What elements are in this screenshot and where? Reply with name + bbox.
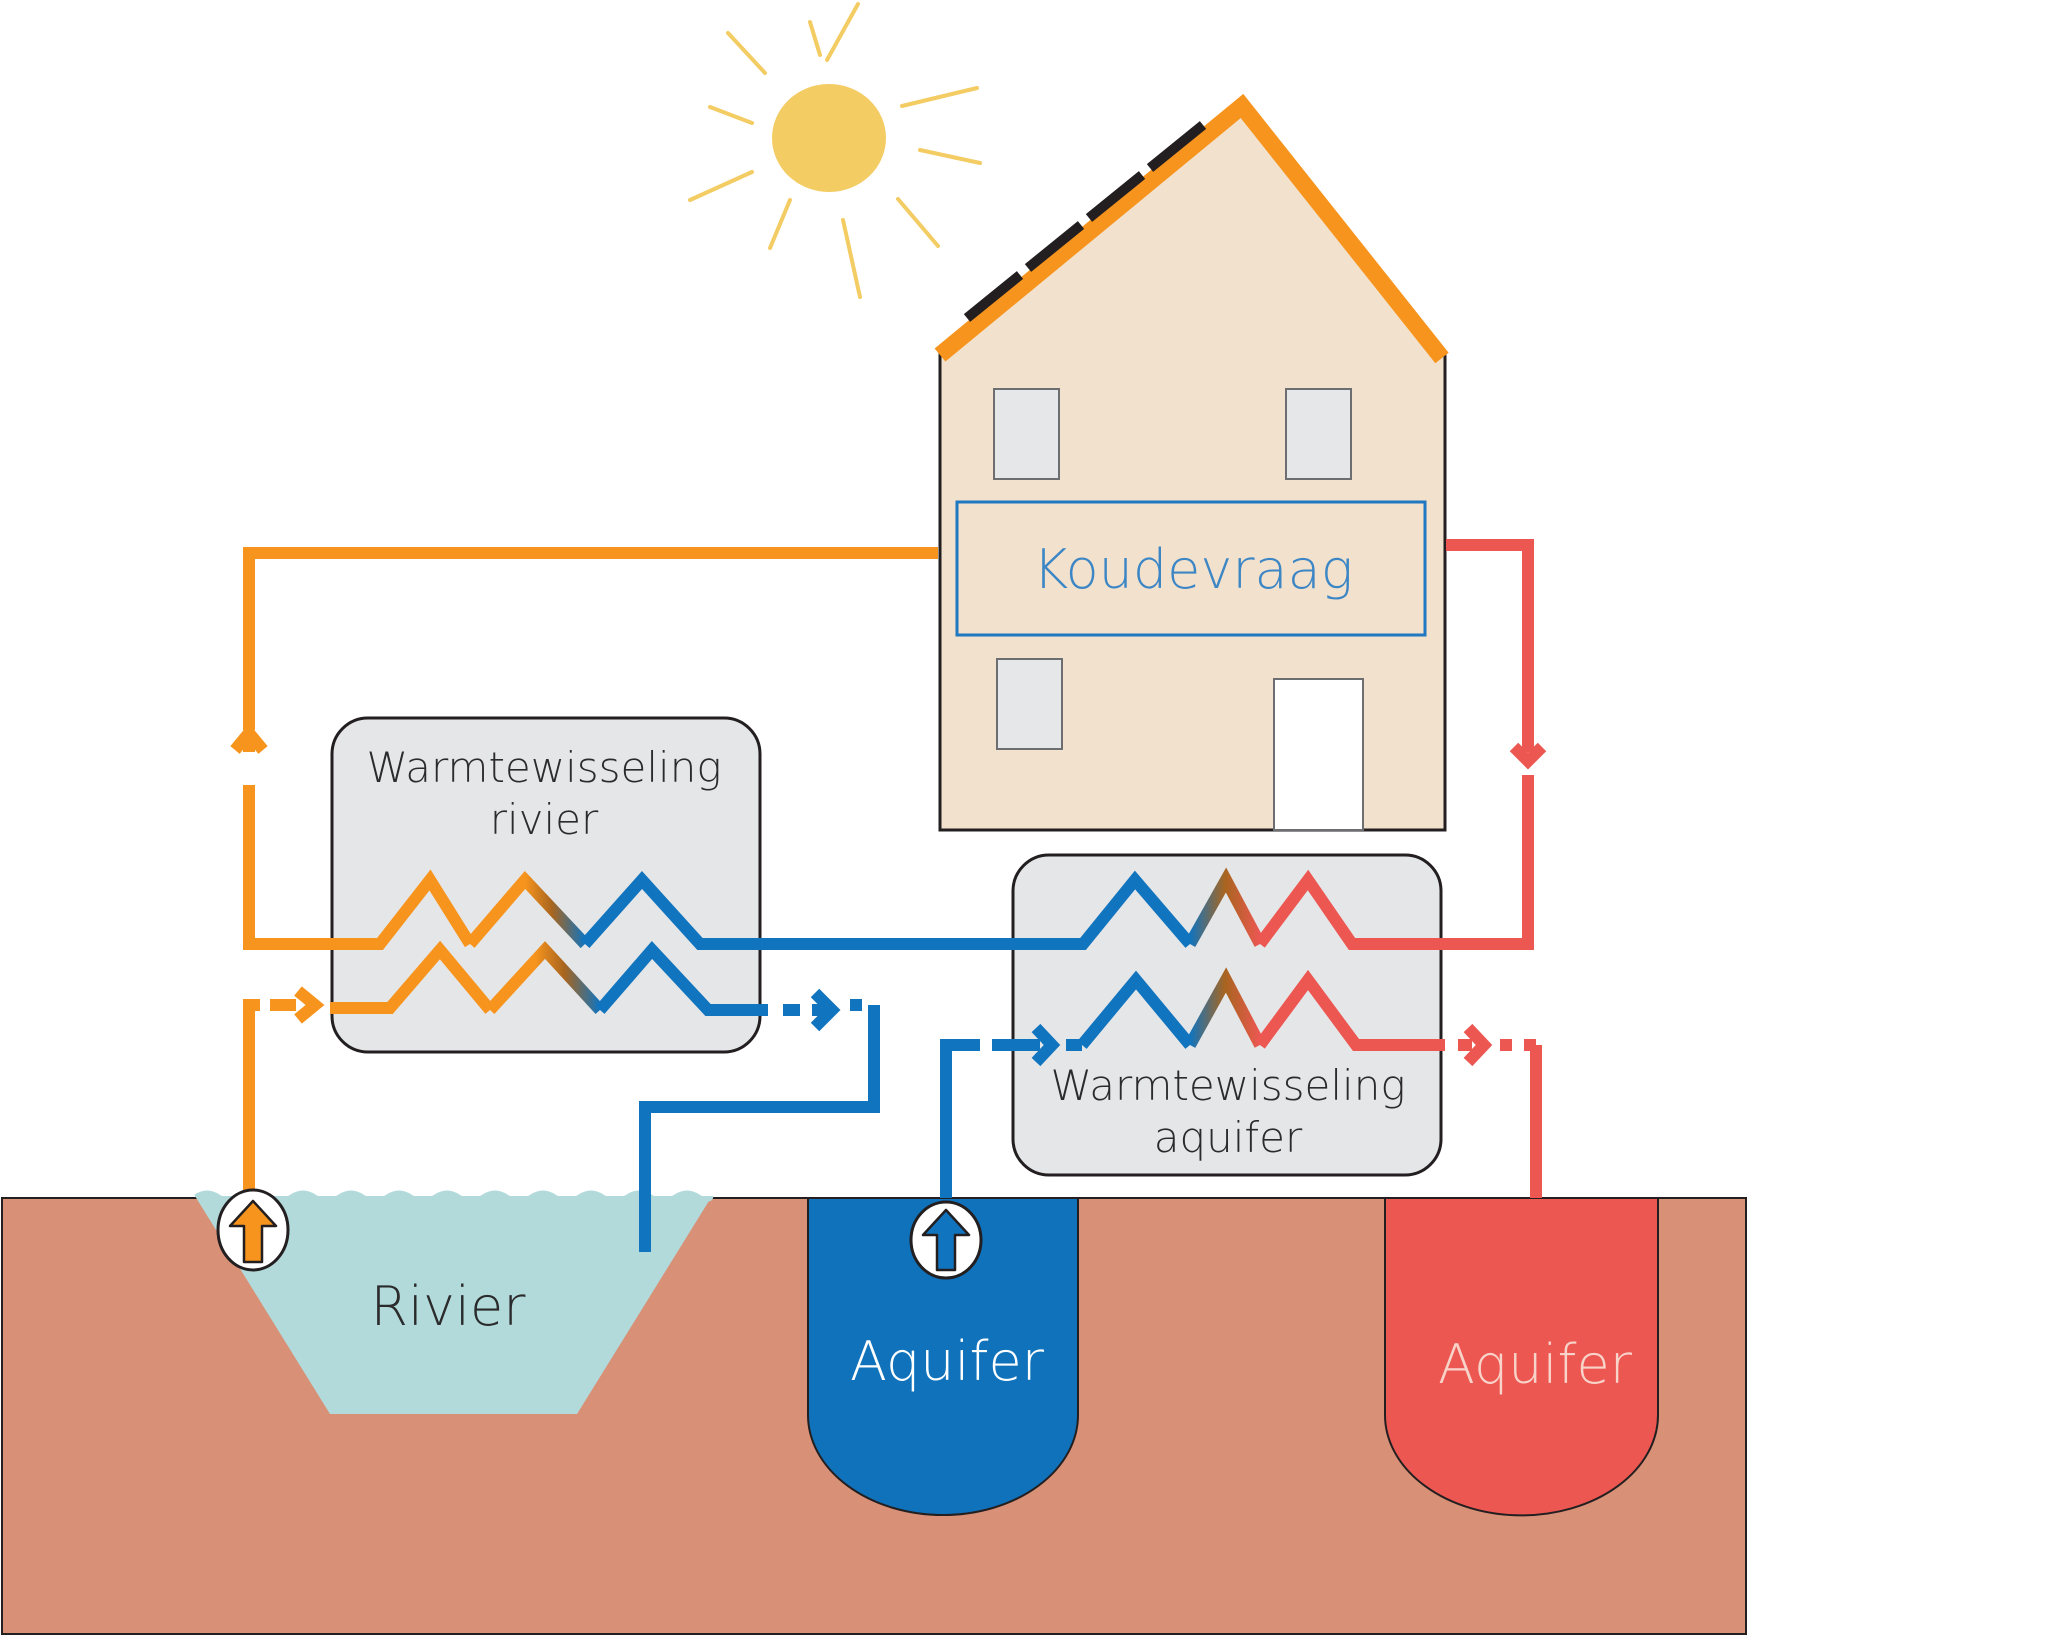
blue-river-outflow-pipe xyxy=(595,941,880,1252)
orange-supply-pipe xyxy=(243,940,495,1198)
arrow-right-icon xyxy=(1031,1023,1061,1067)
hx-river-label-2: rivier xyxy=(490,795,599,844)
window xyxy=(993,388,1060,480)
house-roof xyxy=(934,93,1449,364)
river-basin: Rivier xyxy=(194,1190,714,1414)
red-aquifer-return-pipe xyxy=(1255,969,1542,1198)
blue-aquifer-supply-pipe xyxy=(940,970,1195,1198)
river-label: Rivier xyxy=(371,1275,527,1338)
pump-icon xyxy=(909,1200,983,1280)
hx-river-label-1: Warmtewisseling xyxy=(366,743,721,792)
warm-aquifer-label: Aquifer xyxy=(1438,1333,1633,1396)
cooling-demand-box: Koudevraag xyxy=(955,500,1427,637)
window xyxy=(996,658,1063,750)
sun-icon xyxy=(688,2,982,299)
heat-exchanger-aquifer: Warmtewisseling aquifer xyxy=(1011,853,1443,1177)
house: Koudevraag xyxy=(934,93,1449,832)
arrow-right-icon xyxy=(1463,1023,1493,1067)
heat-exchanger-river: Warmtewisseling rivier xyxy=(330,716,762,1054)
solar-panel-icon xyxy=(963,121,1207,322)
door xyxy=(1273,678,1364,831)
warm-aquifer: Aquifer xyxy=(1384,1197,1659,1517)
cold-aquifer-label: Aquifer xyxy=(850,1330,1045,1393)
arrow-down-icon xyxy=(1509,742,1547,770)
arrow-right-icon xyxy=(294,986,325,1024)
pump-icon xyxy=(216,1188,290,1272)
orange-return-pipe xyxy=(230,547,938,950)
cold-aquifer: Aquifer xyxy=(807,1197,1079,1516)
cooling-demand-label: Koudevraag xyxy=(1033,538,1353,601)
hx-aquifer-label-1: Warmtewisseling xyxy=(1050,1061,1405,1110)
arrow-right-icon xyxy=(810,988,841,1032)
red-supply-pipe xyxy=(1255,539,1547,950)
hx-aquifer-label-2: aquifer xyxy=(1154,1113,1303,1162)
window xyxy=(1285,388,1352,480)
blue-river-loop-pipe xyxy=(580,870,1195,950)
